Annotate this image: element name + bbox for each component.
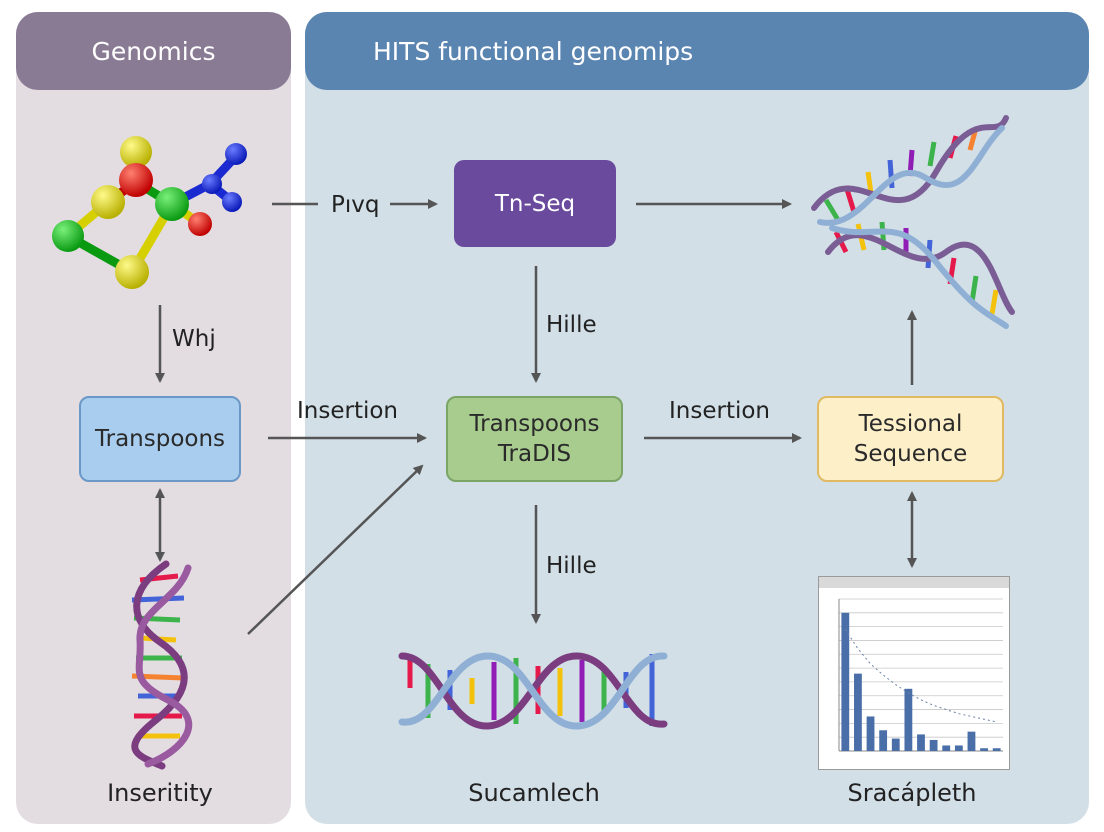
dna-vertical-icon — [131, 560, 193, 770]
arrow-dna-tradis — [247, 464, 424, 635]
tnseq-label: Tn-Seq — [494, 190, 576, 217]
hille-top-label: Hille — [546, 312, 597, 338]
chart-bar — [954, 745, 963, 751]
bar-chart — [819, 577, 1009, 752]
chart-bar — [891, 738, 900, 751]
chart-bar — [942, 745, 951, 751]
dna-left-caption: Inseritity — [107, 779, 213, 807]
transposons-box: Transpoons — [79, 396, 241, 482]
genomics-header: Genomics — [16, 12, 291, 90]
chart-bar — [980, 748, 988, 751]
pwq-label: Pıvq — [331, 192, 380, 218]
insertion-left-label: Insertion — [297, 398, 399, 424]
tessional-label-line1: Tessional — [858, 411, 963, 437]
tessional-box: Tessional Sequence — [817, 396, 1004, 482]
dna-horizontal-icon — [398, 652, 668, 730]
hits-header: HITS functional genomips — [305, 12, 1089, 90]
tessional-label-line2: Sequence — [853, 441, 968, 467]
tradis-label-line1: Transpoons — [469, 411, 600, 437]
insertion-right-label: Insertion — [669, 398, 771, 424]
chart-bar — [917, 734, 925, 751]
dna-double-helix-icon — [811, 115, 1015, 329]
chart-bar — [854, 673, 862, 751]
chart-caption: Sracápleth — [847, 779, 977, 807]
chart-bar — [967, 731, 976, 751]
chart-bar — [841, 612, 850, 751]
tradis-box: Transpoons TraDIS — [446, 396, 623, 482]
dna-bottom-caption: Sucamlech — [468, 779, 600, 807]
chart-trend-line — [844, 629, 997, 723]
chart-bar — [904, 688, 913, 751]
bar-chart-thumbnail — [818, 576, 1010, 770]
molecule-icon — [52, 136, 247, 289]
tradis-label-line2: TraDIS — [497, 441, 572, 467]
chart-title-bar — [819, 577, 1009, 588]
chart-bar — [992, 748, 1001, 751]
hits-title: HITS functional genomips — [373, 36, 694, 66]
whj-label: Whj — [172, 326, 216, 352]
chart-bar — [929, 739, 938, 751]
chart-bar — [879, 730, 888, 751]
hille-bottom-label: Hille — [546, 553, 597, 579]
chart-bar — [866, 716, 875, 751]
transposons-label: Transpoons — [94, 426, 226, 452]
tnseq-box: Tn-Seq — [454, 160, 616, 247]
genomics-title: Genomics — [91, 36, 216, 66]
